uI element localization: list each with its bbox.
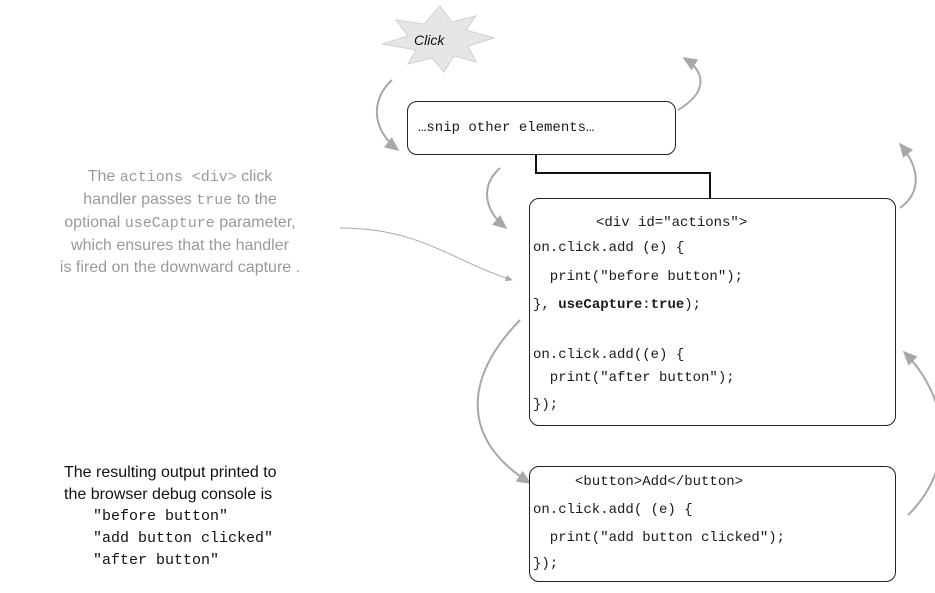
snip-elements-box: …snip other elements… bbox=[407, 101, 676, 155]
annotation-code: actions <div> bbox=[119, 169, 237, 186]
bubble-arrow-snip bbox=[677, 57, 702, 111]
code-line: }); bbox=[533, 556, 559, 572]
annotation-line: optional useCapture parameter, bbox=[0, 212, 360, 235]
result-line: the browser debug console is bbox=[64, 486, 273, 503]
annotation-line: is fired on the downward capture . bbox=[59, 259, 301, 276]
annotation-fragment: parameter, bbox=[214, 214, 296, 231]
annotation-fragment: The bbox=[87, 168, 120, 185]
annotation-line: which ensures that the handler bbox=[71, 237, 289, 254]
button-heading: <button>Add</button> bbox=[575, 474, 744, 490]
click-label: Click bbox=[414, 32, 445, 48]
snip-text: …snip other elements… bbox=[418, 120, 595, 136]
output-line: "after button" bbox=[93, 552, 220, 569]
actions-div-box: <div id="actions"> on.click.add (e) { pr… bbox=[529, 198, 896, 426]
click-burst-icon bbox=[381, 5, 496, 73]
annotation-fragment: handler passes bbox=[83, 191, 197, 208]
button-element-box: <button>Add</button> on.click.add( (e) {… bbox=[529, 466, 896, 582]
annotation-code: true bbox=[196, 192, 233, 209]
code-line: on.click.add((e) { bbox=[533, 347, 685, 363]
output-line: "before button" bbox=[93, 508, 229, 525]
output-line: "add button clicked" bbox=[93, 530, 274, 547]
actions-heading: <div id="actions"> bbox=[596, 215, 748, 231]
capture-arrow-actions bbox=[486, 167, 508, 230]
code-line: on.click.add (e) { bbox=[533, 240, 685, 256]
console-output-note: The resulting output printed to the brow… bbox=[64, 462, 277, 572]
usecapture-keyword: useCapture bbox=[558, 297, 643, 313]
annotation-pointer bbox=[339, 227, 513, 282]
code-fragment: }, bbox=[533, 297, 559, 313]
code-line: on.click.add( (e) { bbox=[533, 502, 693, 518]
code-line: print("add button clicked"); bbox=[533, 530, 786, 546]
code-line: print("before button"); bbox=[533, 269, 744, 285]
annotation-line: The actions <div> click bbox=[0, 166, 360, 189]
code-line: print("after button"); bbox=[533, 370, 735, 386]
usecapture-annotation: The actions <div> click handler passes t… bbox=[0, 166, 360, 279]
annotation-fragment: to the bbox=[232, 191, 277, 208]
annotation-line: handler passes true to the bbox=[0, 189, 360, 212]
connector-line bbox=[535, 155, 711, 198]
capture-arrow-snip bbox=[376, 79, 400, 151]
true-keyword: true bbox=[650, 297, 685, 313]
code-line-usecapture: }, useCapture:true); bbox=[533, 297, 701, 314]
annotation-fragment: click bbox=[236, 168, 273, 185]
capture-arrow-button bbox=[476, 319, 532, 484]
code-fragment: ); bbox=[684, 297, 702, 313]
bubble-arrow-button bbox=[902, 350, 935, 516]
result-line: The resulting output printed to bbox=[64, 464, 277, 481]
annotation-fragment: optional bbox=[64, 214, 125, 231]
code-fragment: : bbox=[642, 297, 651, 313]
annotation-code: useCapture bbox=[124, 215, 215, 232]
bubble-arrow-actions bbox=[898, 142, 917, 209]
code-line: }); bbox=[533, 397, 559, 413]
